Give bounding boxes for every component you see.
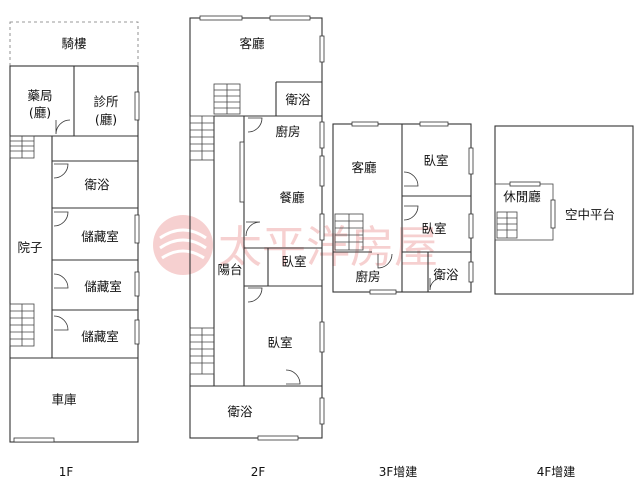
room-label-storage-3: 儲藏室 xyxy=(81,329,119,344)
floor-4: 休閒廳 空中平台 xyxy=(494,125,634,295)
room-label-bedroom-1: 臥室 xyxy=(423,153,448,168)
stairs-icon xyxy=(496,211,518,239)
stairs-icon xyxy=(189,327,215,375)
window-icon xyxy=(369,289,397,295)
stairs-icon xyxy=(9,135,35,159)
window-icon xyxy=(351,121,379,127)
floor-2: 客廳 衛浴 廚房 餐廳 陽台 臥室 臥室 衛浴 xyxy=(189,15,325,441)
room-label-storage-1: 儲藏室 xyxy=(81,229,119,244)
floor-3: 客廳 臥室 臥室 廚房 衛浴 xyxy=(332,121,474,295)
window-icon xyxy=(269,15,311,21)
floor-label-3f: 3F增建 xyxy=(379,465,418,479)
door-swing-icon xyxy=(285,369,301,385)
door-swing-icon xyxy=(53,315,69,331)
sliding-door-icon xyxy=(239,141,245,203)
room-label-storage-2: 儲藏室 xyxy=(84,279,122,294)
room-label-living: 客廳 xyxy=(351,160,377,175)
stairs-icon xyxy=(9,303,35,347)
window-icon xyxy=(319,35,325,63)
window-icon xyxy=(134,271,140,297)
room-label-pharmacy: 藥局 xyxy=(27,88,52,103)
door-swing-icon xyxy=(55,119,71,135)
room-label-garage: 車庫 xyxy=(51,392,76,407)
floor-label-4f: 4F增建 xyxy=(537,465,576,479)
door-swing-icon xyxy=(53,211,69,227)
room-label-dining: 餐廳 xyxy=(279,190,305,205)
window-icon xyxy=(468,261,474,283)
window-icon xyxy=(13,437,55,443)
door-swing-icon xyxy=(377,253,393,269)
window-icon xyxy=(319,397,325,425)
floor-label-2f: 2F xyxy=(251,465,266,479)
window-icon xyxy=(319,213,325,241)
room-label-arcade: 騎樓 xyxy=(61,36,86,51)
room-label-bedroom-2: 臥室 xyxy=(421,221,446,236)
door-swing-icon xyxy=(429,277,443,291)
window-icon xyxy=(319,155,325,187)
room-label-bedroom: 臥室 xyxy=(267,335,292,350)
door-swing-icon xyxy=(245,221,261,237)
room-label-lounge: 休閒廳 xyxy=(503,189,541,204)
window-icon xyxy=(134,319,140,345)
window-icon xyxy=(509,181,541,187)
room-label-clinic: 診所 xyxy=(93,94,118,109)
window-icon xyxy=(468,213,474,239)
door-swing-icon xyxy=(247,117,263,133)
stairs-icon xyxy=(189,115,215,161)
room-label-bath-bottom: 衛浴 xyxy=(227,404,253,419)
window-icon xyxy=(468,147,474,175)
window-icon xyxy=(257,435,299,441)
watermark-logo-icon xyxy=(153,215,213,275)
window-icon xyxy=(134,91,140,121)
room-label-bedroom-small: 臥室 xyxy=(281,254,306,269)
room-label-balcony: 陽台 xyxy=(217,262,242,277)
door-swing-icon xyxy=(247,287,263,303)
room-label-kitchen: 廚房 xyxy=(275,124,300,139)
room-label-yard: 院子 xyxy=(17,240,42,255)
room-label-bath: 衛浴 xyxy=(84,177,110,192)
floor-1: 騎樓 藥局 (廳) 診所 (廳) 衛浴 院子 儲藏室 儲藏室 儲藏室 車庫 xyxy=(9,21,140,443)
room-label-bath: 衛浴 xyxy=(433,267,459,282)
room-label-bath-top: 衛浴 xyxy=(285,92,311,107)
room-label-terrace: 空中平台 xyxy=(565,207,615,222)
room-label-kitchen: 廚房 xyxy=(355,269,380,284)
door-swing-icon xyxy=(403,171,419,187)
door-swing-icon xyxy=(53,273,69,289)
window-icon xyxy=(419,121,449,127)
room-label-living: 客廳 xyxy=(239,36,265,51)
window-icon xyxy=(319,121,325,149)
window-icon xyxy=(319,321,325,353)
window-icon xyxy=(134,214,140,244)
window-icon xyxy=(550,199,556,229)
floor-label-1f: 1F xyxy=(59,465,74,479)
door-swing-icon xyxy=(403,205,419,221)
room-label-pharmacy-hall: (廳) xyxy=(29,105,51,120)
door-swing-icon xyxy=(53,163,69,179)
window-icon xyxy=(199,15,243,21)
stairs-icon xyxy=(334,213,364,251)
stairs-icon xyxy=(213,83,241,115)
room-label-clinic-hall: (廳) xyxy=(95,112,117,127)
